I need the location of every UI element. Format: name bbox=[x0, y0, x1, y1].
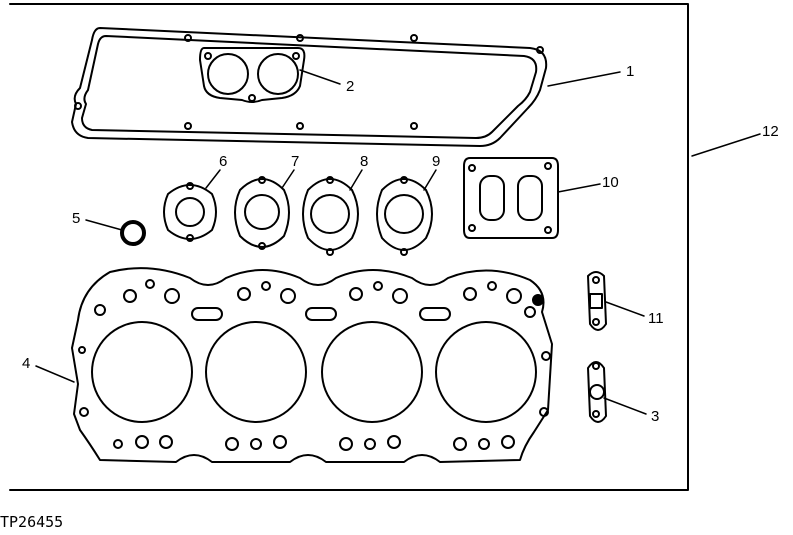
callout-12: 12 bbox=[762, 123, 779, 140]
leader-6 bbox=[205, 169, 221, 189]
intake-port-gasket bbox=[199, 47, 306, 103]
callout-11: 11 bbox=[648, 310, 664, 327]
cylinder-head-gasket bbox=[71, 267, 553, 463]
small-flange-gasket bbox=[587, 361, 607, 423]
callout-4: 4 bbox=[22, 355, 30, 372]
callout-8: 8 bbox=[360, 153, 368, 170]
figure-code: TP26455 bbox=[0, 513, 64, 531]
leader-9 bbox=[423, 169, 437, 191]
flange-gasket-9 bbox=[376, 176, 433, 256]
callout-1: 1 bbox=[626, 63, 634, 80]
leader-8 bbox=[349, 169, 363, 191]
callout-5: 5 bbox=[72, 210, 80, 227]
callout-10: 10 bbox=[602, 174, 619, 191]
manifold-gasket bbox=[463, 157, 559, 239]
leader-10 bbox=[557, 183, 601, 193]
square-port-gasket bbox=[587, 271, 607, 331]
callout-2: 2 bbox=[346, 78, 354, 95]
leader-7 bbox=[281, 169, 295, 189]
flange-gasket-8 bbox=[302, 176, 359, 256]
callout-9: 9 bbox=[432, 153, 440, 170]
callout-7: 7 bbox=[291, 153, 299, 170]
leader-4 bbox=[35, 365, 75, 383]
rocker-cover-gasket bbox=[71, 27, 548, 147]
set-frame bbox=[9, 3, 689, 491]
o-ring bbox=[120, 220, 146, 246]
callout-6: 6 bbox=[219, 153, 227, 170]
flange-gasket-6 bbox=[163, 182, 217, 242]
leader-5 bbox=[85, 219, 123, 231]
leader-2 bbox=[299, 69, 341, 85]
flange-gasket-7 bbox=[234, 176, 290, 250]
leader-3 bbox=[603, 397, 647, 415]
leader-1 bbox=[547, 71, 621, 87]
callout-3: 3 bbox=[651, 408, 659, 425]
leader-12 bbox=[691, 133, 761, 157]
leader-11 bbox=[605, 301, 645, 317]
